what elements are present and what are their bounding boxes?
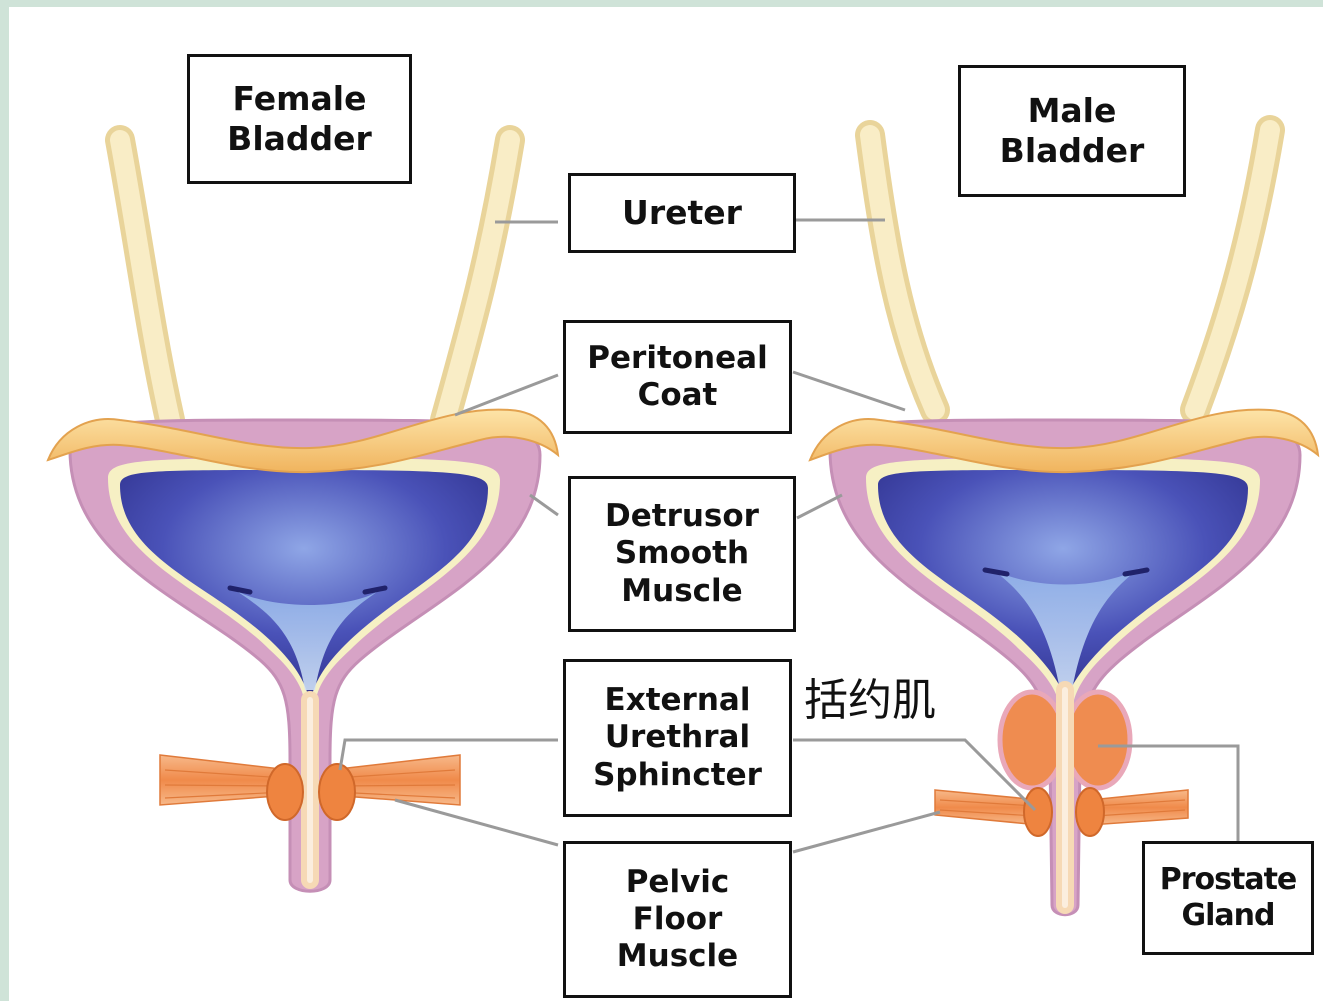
male-sphincter-left	[1024, 788, 1052, 836]
leader-peritoneal-right	[793, 372, 905, 410]
female-sphincter-left	[267, 764, 303, 820]
detrusor-smooth-muscle-label: Detrusor Smooth Muscle	[568, 476, 796, 632]
ureter-label: Ureter	[568, 173, 796, 253]
female-bladder-title: Female Bladder	[187, 54, 412, 184]
male-bladder-illustration	[810, 130, 1318, 915]
female-sphincter-right	[319, 764, 355, 820]
peritoneal-coat-label: Peritoneal Coat	[563, 320, 792, 434]
sphincter-chinese-annotation: 括约肌	[804, 664, 936, 728]
female-bladder-illustration	[48, 140, 558, 891]
external-urethral-sphincter-label: External Urethral Sphincter	[563, 659, 792, 817]
leader-pelvic-left	[395, 800, 558, 845]
leader-detrusor-left	[530, 495, 558, 515]
leader-pelvic-right	[793, 812, 940, 852]
prostate-gland-label: Prostate Gland	[1142, 841, 1314, 955]
leader-detrusor-right	[797, 495, 842, 518]
pelvic-floor-muscle-label: Pelvic Floor Muscle	[563, 841, 792, 998]
male-sphincter-right	[1076, 788, 1104, 836]
male-bladder-title: Male Bladder	[958, 65, 1186, 197]
